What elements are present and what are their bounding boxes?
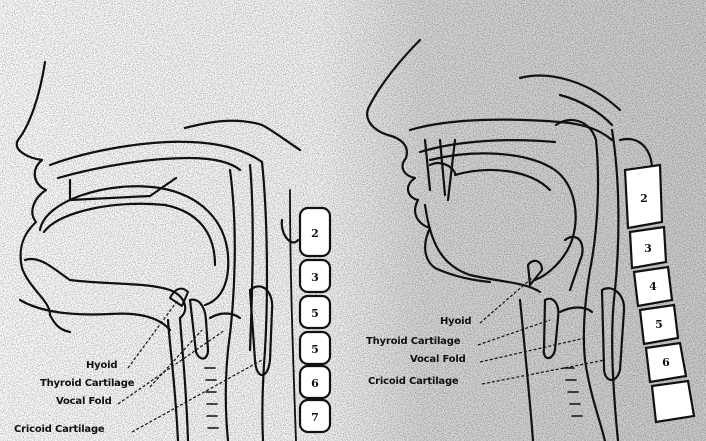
left-cricoid-cartilage-label: Cricoid Cartilage — [14, 424, 105, 435]
left-vertebra-number: 3 — [311, 271, 319, 284]
left-vocal-fold-label: Vocal Fold — [56, 396, 112, 407]
right-thyroid-cartilage-label: Thyroid Cartilage — [366, 336, 460, 347]
left-vertebra-number: 7 — [311, 411, 319, 424]
right-cricoid-cartilage-label: Cricoid Cartilage — [368, 376, 459, 387]
left-vertebra-number: 5 — [311, 307, 319, 320]
left-vertebra-number: 2 — [311, 227, 319, 240]
right-vertebra-number: 3 — [644, 242, 652, 255]
left-thyroid-cartilage-label: Thyroid Cartilage — [40, 378, 134, 389]
left-cervical-vertebrae — [300, 208, 330, 432]
right-vertebra-number: 2 — [640, 192, 648, 205]
right-vertebra-number: 6 — [662, 356, 670, 369]
right-vertebra-number: 5 — [655, 318, 663, 331]
right-vertebra-number: 4 — [649, 280, 657, 293]
left-vertebra-number: 5 — [311, 343, 319, 356]
right-hyoid-label: Hyoid — [440, 316, 471, 327]
right-vocal-fold-label: Vocal Fold — [410, 354, 466, 365]
left-hyoid-label: Hyoid — [86, 360, 117, 371]
left-vertebra-number: 6 — [311, 377, 319, 390]
